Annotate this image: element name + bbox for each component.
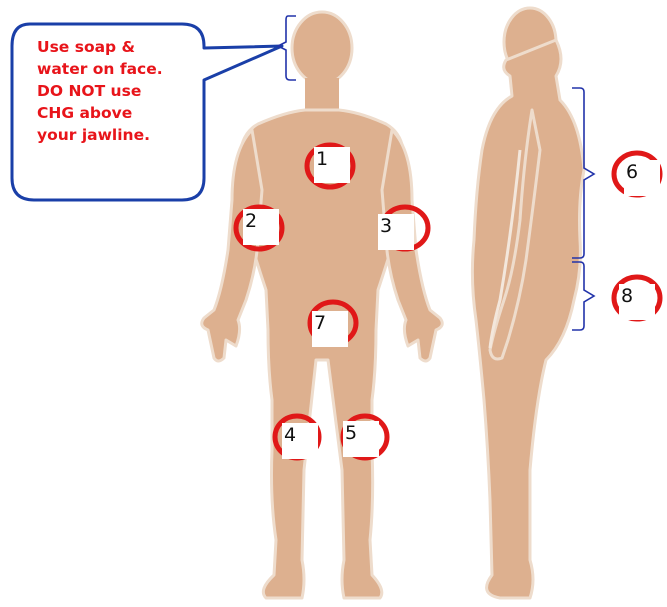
marker-7: 7 [312,311,348,347]
marker-2: 2 [243,209,279,245]
front-head [292,12,352,84]
callout-line: Use soap & [37,36,197,58]
callout-line: water on face. [37,58,197,80]
marker-8: 8 [619,284,655,320]
marker-5: 5 [343,421,379,457]
side-body-figure [472,8,584,598]
marker-1: 1 [314,147,350,183]
callout-line: CHG above [37,102,197,124]
marker-6: 6 [624,160,660,196]
side-body [472,40,584,598]
front-left-arm [202,130,262,361]
marker-4: 4 [282,423,318,459]
marker-3: 3 [378,214,414,250]
callout-line: DO NOT use [37,80,197,102]
callout-line: your jawline. [37,124,197,146]
callout-text: Use soap & water on face. DO NOT use CHG… [37,36,197,146]
